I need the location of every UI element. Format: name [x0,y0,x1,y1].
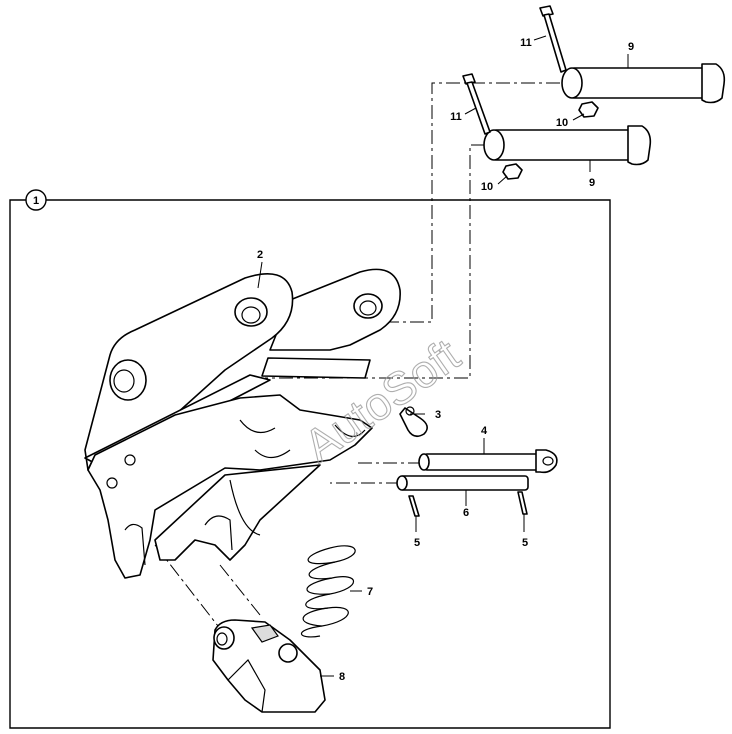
callout-labels: 1 2 3 4 5 5 6 7 8 9 9 10 10 11 11 [33,37,634,683]
roll-pins [408,491,528,517]
callout-5-left: 5 [414,537,420,549]
plain-pin [396,475,529,491]
pin-with-handle [418,449,558,474]
callout-10-upper: 10 [556,117,568,129]
callout-10-lower: 10 [481,181,493,193]
assembly-frame [9,199,611,729]
callout-1: 1 [33,195,39,207]
callout-1-circle [25,189,47,211]
coupler-frame [84,268,401,579]
callout-9-upper: 9 [628,41,634,53]
latch-block [212,619,326,713]
callout-11-lower: 11 [450,111,462,123]
callout-11-upper: 11 [520,37,532,49]
callout-8: 8 [339,671,345,683]
coil-spring [300,545,356,638]
callout-4: 4 [481,425,488,437]
nuts [502,101,599,180]
callout-2: 2 [257,249,263,261]
callout-9-lower: 9 [589,177,595,189]
bolts [462,5,567,135]
callout-7: 7 [367,586,373,598]
main-pins [483,63,726,166]
callout-6: 6 [463,507,469,519]
callout-5-right: 5 [522,537,528,549]
callout-3: 3 [435,409,441,421]
leader-lines [257,35,629,677]
lynch-pin-clip [399,406,428,438]
